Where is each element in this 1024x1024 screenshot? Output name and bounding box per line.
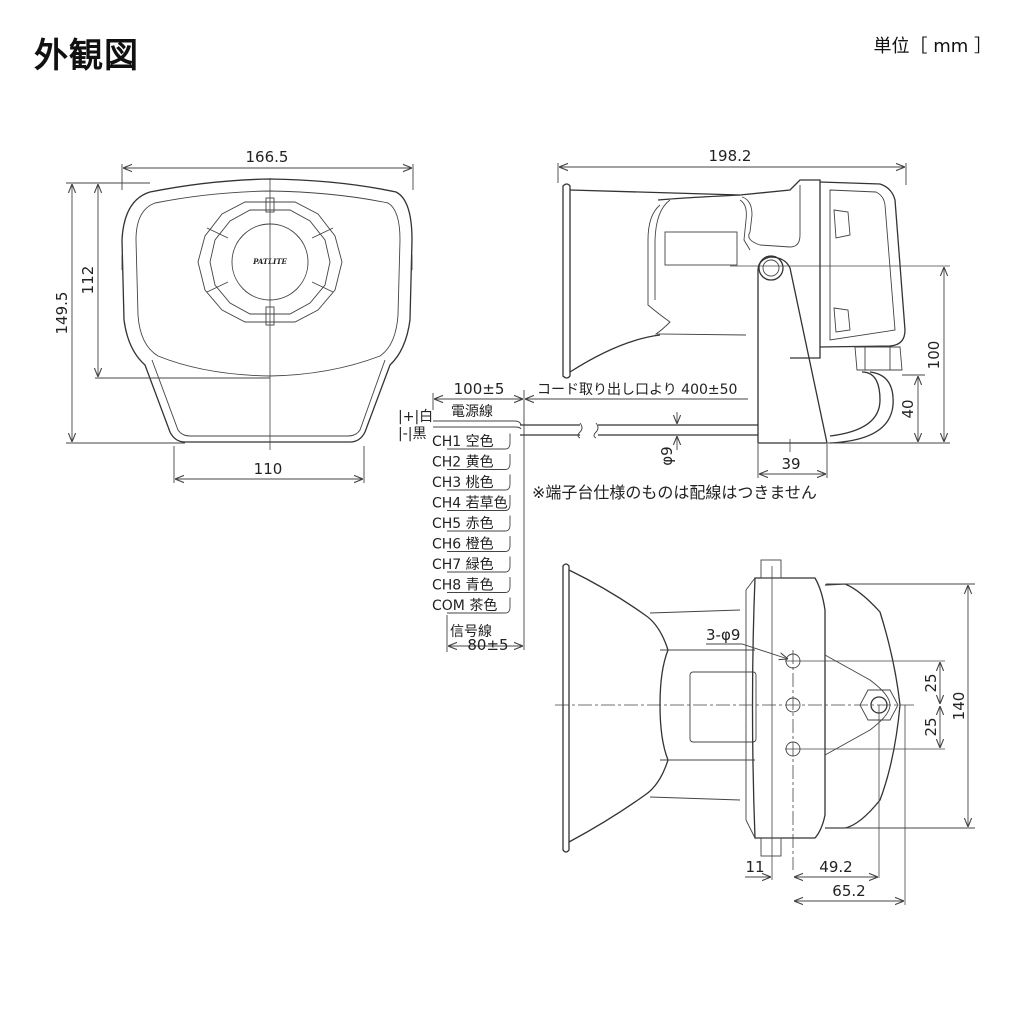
dim-face-height: 112 [79,266,97,295]
dim-hole-pitch-upper: 25 [922,673,940,692]
power-wire-plus: |+|白 [398,409,433,425]
horn-bell-rim [562,183,571,379]
power-wire-minus: |-|黒 [398,426,427,442]
signal-wire-item: CH2 黄色 [432,454,511,471]
signal-wire-item: CH7 緑色 [432,556,511,573]
dim-bolt-offset: 11 [745,858,764,876]
signal-wire-label: CH5 赤色 [432,515,494,532]
dim-center-to-pivot: 49.2 [819,858,852,876]
signal-wire-line [447,597,511,614]
page-title: 外観図 [34,36,139,76]
power-line-label: 電源線 [451,404,493,420]
signal-wire-item: CH5 赤色 [432,515,511,532]
front-face-inner [135,190,401,377]
front-view: PATLITE 166.5 149.5 112 110 [53,148,414,483]
top-view: 3-φ9 25 25 140 11 49.2 65.2 [555,559,975,905]
pivot-bolt [758,255,784,281]
signal-wire-item: COM 茶色 [432,597,511,614]
dim-stripped-length: 100±5 [454,380,505,398]
signal-wire-label: CH3 桃色 [432,474,494,491]
signal-wire-label: CH7 緑色 [432,556,494,573]
dim-hole-pitch-lower: 25 [922,717,940,736]
signal-wire-line [447,515,511,532]
hole-callout: 3-φ9 [706,626,740,644]
terminal-block-note: ※端子台仕様のものは配線はつきません [532,483,817,502]
top-bolt-upper [760,559,782,579]
signal-wire-line [447,495,511,511]
dim-overall-depth: 140 [950,692,968,721]
top-horn-rim [562,563,570,853]
front-skirt-inner [151,359,386,437]
mount-bracket [757,256,828,444]
signal-wire-label: CH1 空色 [432,433,494,450]
signal-wire-item: CH8 青色 [432,577,511,594]
signal-wire-line [447,454,511,470]
wiring-diagram: 100±5 コード取り出し口より 400±50 電源線 |+|白 |-|黒 CH… [398,380,817,654]
signal-wire-line [447,474,511,491]
top-label-plate [689,671,757,743]
signal-line-label: 信号線 [450,624,492,640]
side-view: 198.2 100 40 39 φ9 [520,147,950,478]
dim-bracket-height: 100 [925,341,943,370]
signal-wire-label: COM 茶色 [432,597,497,614]
signal-wire-line [447,536,511,552]
top-bracket [751,577,826,839]
signal-wire-item: CH6 橙色 [432,536,511,553]
signal-wire-label: CH6 橙色 [432,536,494,553]
dim-center-to-back: 65.2 [832,882,865,900]
signal-wire-label: CH4 若草色 [432,495,508,512]
signal-wire-item: CH1 空色 [432,433,511,450]
dim-bottom-width: 110 [254,460,283,478]
signal-wire-line [447,556,511,573]
unit-label: 単位［ mm ］ [873,36,992,57]
signal-wire-line [447,433,511,450]
signal-wire-line [447,577,511,593]
horn-ring-outer [197,201,343,323]
dim-overall-width: 166.5 [246,148,289,166]
side-label-plate [664,231,738,266]
signal-wire-list: CH1 空色 CH2 黄色 CH3 桃色 CH4 若草色 CH5 赤色 CH6 橙色 CH7… [432,433,511,614]
dim-overall-height: 149.5 [53,292,71,335]
signal-wire-item: CH3 桃色 [432,474,511,491]
signal-wire-label: CH2 黄色 [432,454,494,471]
dim-overall-length: 198.2 [709,147,752,165]
dim-cable-diameter: φ9 [658,446,676,465]
dim-cable-exit-height: 40 [899,399,917,418]
front-housing-outer [121,178,413,443]
top-horn-profile [568,569,669,843]
cord-length-label: コード取り出し口より 400±50 [537,382,737,398]
signal-wire-label: CH8 青色 [432,577,494,594]
power-cable [520,424,758,436]
signal-wire-item: CH4 若草色 [432,495,511,512]
horn-bell-profile [569,189,741,373]
top-bolt-lower [760,837,782,857]
dim-signal-length: 80±5 [467,636,508,654]
dim-bracket-width: 39 [781,455,800,473]
horn-ring-inner [209,209,331,315]
